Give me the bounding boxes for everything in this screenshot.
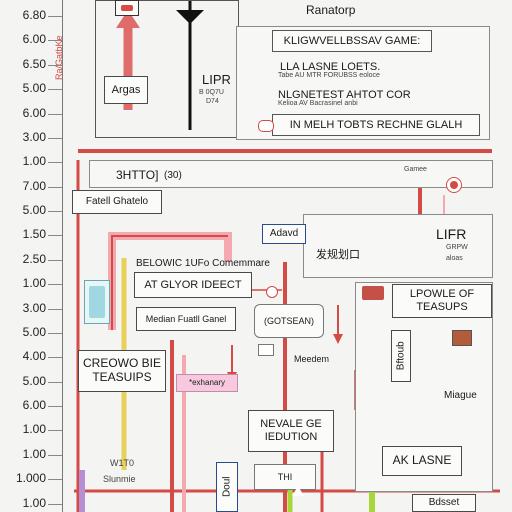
bftoub-box[interactable]: Bftoub (391, 330, 411, 382)
legend-title: KLIGWVELLBSSAV GAME: (272, 30, 432, 52)
slunmie-label: Slunmie (103, 474, 136, 484)
y-tick-label: 1.00 (22, 496, 46, 510)
y-tick-mark (48, 479, 62, 480)
lipr-sub2: D74 (206, 98, 219, 105)
y-tick-label: 3.00 (22, 301, 46, 315)
bftoub-label: Bftoub (395, 341, 407, 371)
right-panel-mid (303, 214, 493, 278)
exhanary-tag[interactable]: *exhanary (176, 374, 238, 392)
legend-row1: LLA LASNE LOETS. (280, 61, 381, 73)
y-tick-mark (48, 89, 62, 90)
y-tick-label: 6.00 (22, 398, 46, 412)
y-tick-mark (48, 162, 62, 163)
y-tick-mark (48, 235, 62, 236)
y-tick-mark (48, 16, 62, 17)
y-tick-mark (48, 504, 62, 505)
legend-row2: NLGNETEST AHTOT COR (278, 89, 411, 101)
y-tick-mark (48, 138, 62, 139)
argas-box[interactable]: Argas (104, 76, 148, 104)
y-tick-label: 1.50 (22, 227, 46, 241)
small-marker (266, 286, 278, 298)
y-tick-label: 1.00 (22, 422, 46, 436)
top-small-icon-box[interactable] (115, 0, 139, 16)
y-axis-line (62, 0, 63, 512)
y-tick-mark (48, 455, 62, 456)
y-tick-label: 5.00 (22, 325, 46, 339)
y-tick-mark (48, 40, 62, 41)
lifr-sub2: aloas (446, 255, 463, 262)
nevale-box[interactable]: NEVALE GE IEDUTION (248, 410, 334, 452)
y-tick-label: 1.00 (22, 447, 46, 461)
y-tick-mark (48, 284, 62, 285)
y-tick-mark (48, 430, 62, 431)
top-left-panel (95, 0, 239, 138)
thi-box[interactable]: THI (254, 464, 316, 490)
bdsset-box[interactable]: Bdsset (412, 494, 476, 512)
legend-row3: IN MELH TOBTS RECHNE GLALH (272, 114, 480, 136)
y-tick-label: 4.00 (22, 349, 46, 363)
brown-icon[interactable] (452, 330, 472, 346)
at-glyor-box[interactable]: AT GLYOR IDEECT (134, 272, 252, 298)
lpowle-box[interactable]: LPOWLE OF TEASUPS (392, 284, 492, 318)
white-arrow-icon (292, 486, 304, 496)
lipr-sub1: B 0Q7U (199, 89, 224, 96)
y-tick-label: 1.00 (22, 276, 46, 290)
fatell-box[interactable]: Fatell Ghatelo (72, 190, 162, 214)
y-tick-label: 5.00 (22, 203, 46, 217)
meedem-label: Meedem (294, 354, 330, 364)
y-tick-label: 6.80 (22, 8, 46, 22)
y-tick-mark (48, 260, 62, 261)
y-tick-mark (48, 382, 62, 383)
lifr-label: LIFR (436, 226, 467, 242)
y-tick-label: 1.00 (22, 154, 46, 168)
y-tick-mark (48, 333, 62, 334)
wt-label: W1T0 (110, 458, 135, 468)
tiny-square-icon (258, 344, 274, 356)
y-tick-mark (48, 187, 62, 188)
creowo-box[interactable]: CREOWO BIE TEASUIPS (78, 350, 166, 392)
legend-row1-sub: Tabe AU MTR FORUBSS eoloce (278, 72, 380, 79)
miague-label: Miague (444, 390, 477, 401)
y-tick-mark (48, 406, 62, 407)
ak-lasne-box[interactable]: AK LASNE (382, 446, 462, 476)
cjk-label: 发规划口 (316, 249, 360, 261)
record-icon[interactable] (446, 177, 462, 193)
doul-box[interactable]: Doul (216, 462, 238, 512)
y-tick-mark (48, 65, 62, 66)
mid-header-panel (89, 160, 493, 188)
arrow-head-red-up (116, 10, 140, 28)
screen-preview-icon[interactable] (84, 280, 110, 324)
y-tick-mark (48, 357, 62, 358)
legend-marker-red (258, 120, 274, 132)
pipe-red-inner (111, 235, 228, 330)
y-tick-label: 3.00 (22, 130, 46, 144)
belowic-label: BELOWIC 1UFo Comemmare (136, 258, 270, 269)
lipr-label: LIPR (202, 72, 231, 87)
doul-label: Doul (221, 476, 233, 498)
mid-header-left: 3HTTO] (116, 168, 159, 182)
median-box[interactable]: Median Fuatll Ganel (136, 307, 236, 331)
lifr-sub1: GRPW (446, 244, 468, 251)
gotsean-box[interactable]: (GOTSEAN) (254, 304, 324, 338)
red-icon-small[interactable] (362, 286, 384, 300)
mid-header-left-sub: (30) (164, 170, 182, 181)
y-tick-label: 2.50 (22, 252, 46, 266)
y-tick-label: 5.00 (22, 81, 46, 95)
top-title: Ranatorp (306, 3, 356, 17)
y-tick-mark (48, 114, 62, 115)
y-tick-mark (48, 309, 62, 310)
arrow-head-black (176, 10, 204, 24)
y-tick-label: 7.00 (22, 179, 46, 193)
y-tick-label: 6.00 (22, 106, 46, 120)
legend-row2-sub: Kelioa AV Bacrasinel anbi (278, 100, 358, 107)
small-icon (121, 5, 133, 11)
y-tick-label: 6.00 (22, 32, 46, 46)
y-tick-label: 1.000 (15, 471, 46, 485)
y-tick-label: 6.50 (22, 57, 46, 71)
mid-header-right: Gamee (404, 166, 427, 173)
adavd-button[interactable]: Adavd (262, 224, 306, 244)
y-tick-mark (48, 211, 62, 212)
y-tick-label: 5.00 (22, 374, 46, 388)
